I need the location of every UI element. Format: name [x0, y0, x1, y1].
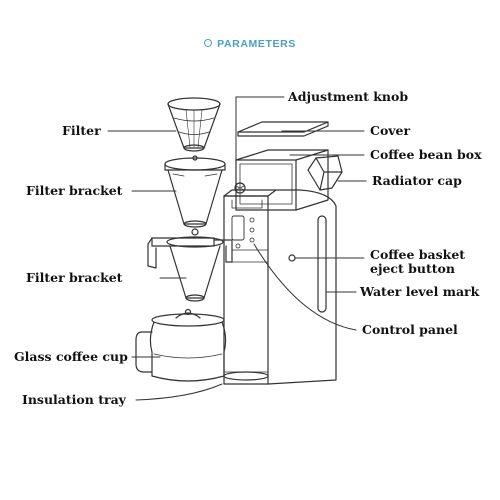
label-control-panel: Control panel	[362, 322, 458, 337]
label-eject-button-line2: eject button	[370, 261, 455, 276]
label-filter-bracket-lower: Filter bracket	[26, 270, 123, 285]
parameters-title: PARAMETERS	[217, 38, 296, 50]
filter-part	[167, 97, 221, 152]
cover-part	[237, 121, 329, 137]
label-filter: Filter	[62, 123, 101, 138]
label-filter-bracket-upper: Filter bracket	[26, 183, 123, 198]
parameters-header: PARAMETERS	[0, 38, 500, 50]
label-cover: Cover	[370, 123, 411, 138]
label-adjustment-knob: Adjustment knob	[288, 89, 409, 104]
label-glass-coffee-cup: Glass coffee cup	[14, 349, 128, 364]
label-water-level-mark: Water level mark	[360, 284, 480, 299]
label-coffee-basket-line1: Coffee basket	[370, 247, 466, 262]
leader-control-panel	[253, 243, 357, 331]
machine-body-part	[223, 182, 337, 385]
label-radiator-cap: Radiator cap	[372, 173, 462, 188]
circle-icon	[204, 39, 213, 48]
leader-adjustment-knob	[235, 96, 285, 185]
radiator-cap-part	[307, 155, 343, 191]
upper-filter-bracket-part	[164, 155, 226, 228]
coffee-bean-box-part	[235, 149, 329, 211]
label-insulation-tray: Insulation tray	[22, 392, 126, 407]
label-coffee-bean-box: Coffee bean box	[370, 147, 482, 162]
leader-insulation-tray	[135, 383, 223, 401]
glass-coffee-cup-part	[135, 308, 227, 382]
lower-filter-bracket-part	[147, 228, 233, 302]
